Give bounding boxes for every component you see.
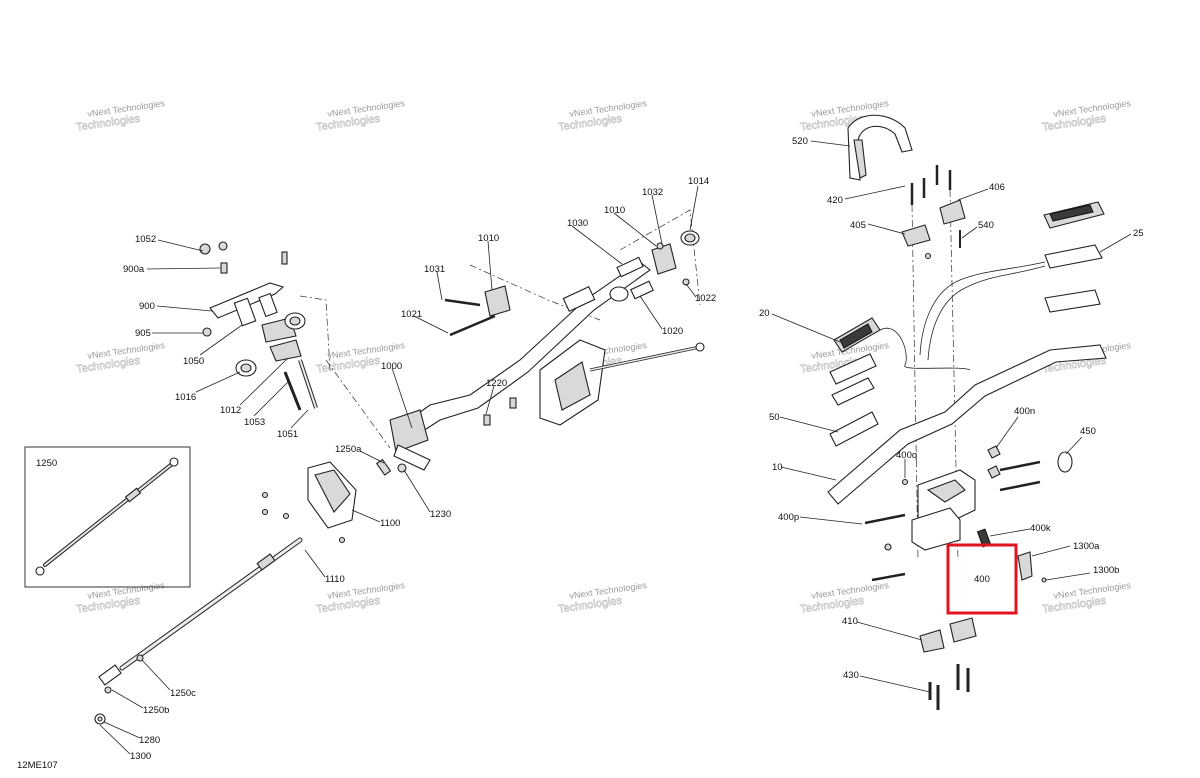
label-1022: 1022 bbox=[695, 293, 716, 304]
bolt-1021 bbox=[449, 314, 496, 337]
handlebar-10 bbox=[827, 344, 1107, 505]
tie-rod-end bbox=[35, 566, 45, 576]
label-405: 405 bbox=[850, 220, 866, 231]
part-labels: 520 420 406 405 540 25 20 50 10 400n 450… bbox=[17, 136, 1144, 771]
bushing-1030 bbox=[616, 256, 644, 278]
label-1300a: 1300a bbox=[1073, 541, 1100, 552]
lever-1300a bbox=[1017, 551, 1033, 581]
inset-tie-rod: 1250 bbox=[24, 446, 191, 588]
hand-guard-520 bbox=[847, 114, 913, 181]
label-1110: 1110 bbox=[325, 574, 345, 585]
leader-lines bbox=[99, 140, 1132, 755]
label-406: 406 bbox=[989, 182, 1005, 193]
label-1230: 1230 bbox=[430, 509, 451, 520]
clamp-406 bbox=[939, 199, 966, 225]
label-1020: 1020 bbox=[662, 326, 683, 337]
grip-wire bbox=[919, 261, 1046, 356]
label-900: 900 bbox=[139, 301, 155, 312]
label-1030: 1030 bbox=[567, 218, 588, 229]
pin-900a bbox=[220, 262, 228, 274]
bolt-1220 bbox=[483, 414, 491, 426]
label-1250b: 1250b bbox=[143, 705, 169, 716]
steering-shaft-1000 bbox=[394, 261, 651, 445]
label-905: 905 bbox=[135, 328, 151, 339]
nut-1250c bbox=[136, 654, 144, 662]
highlight-box-400[interactable] bbox=[946, 543, 1018, 615]
washer-450 bbox=[1057, 451, 1073, 473]
label-540: 540 bbox=[978, 220, 994, 231]
grip-sleeve bbox=[1044, 244, 1103, 269]
bushing-1020 bbox=[630, 280, 654, 300]
nut-1052 bbox=[199, 243, 211, 255]
bolt-400q bbox=[901, 478, 909, 486]
label-1014: 1014 bbox=[688, 176, 709, 187]
bolt-1022 bbox=[682, 278, 690, 286]
label-400n: 400n bbox=[1014, 406, 1035, 417]
label-25: 25 bbox=[1133, 228, 1144, 239]
label-1012: 1012 bbox=[220, 405, 241, 416]
diagram-code: 12ME107 bbox=[17, 760, 58, 771]
label-1300b: 1300b bbox=[1093, 565, 1119, 576]
nut-1032 bbox=[656, 242, 664, 250]
label-430: 430 bbox=[843, 670, 859, 681]
label-900a: 900a bbox=[123, 264, 145, 275]
label-1016: 1016 bbox=[175, 392, 196, 403]
inset-frame bbox=[24, 446, 191, 588]
bolt-1250a bbox=[375, 458, 392, 476]
label-1250: 1250 bbox=[36, 458, 57, 469]
shaft-lever bbox=[389, 409, 429, 453]
bolt-400n bbox=[999, 460, 1041, 472]
label-1220: 1220 bbox=[486, 378, 507, 389]
label-420: 420 bbox=[827, 195, 843, 206]
steering-column-group bbox=[94, 209, 705, 725]
clamp-405 bbox=[901, 224, 931, 247]
label-400p: 400p bbox=[778, 512, 799, 523]
handlebar-group bbox=[827, 114, 1107, 710]
label-1053: 1053 bbox=[244, 417, 265, 428]
label-1010: 1010 bbox=[478, 233, 499, 244]
label-1300: 1300 bbox=[130, 751, 151, 762]
tie-rod-end-1250b bbox=[98, 664, 122, 686]
label-1051: 1051 bbox=[277, 429, 298, 440]
label-50: 50 bbox=[769, 412, 780, 423]
clamp-1010 bbox=[484, 285, 511, 317]
screw-1300b bbox=[1041, 577, 1047, 583]
label-1250c: 1250c bbox=[170, 688, 196, 699]
label-1280: 1280 bbox=[139, 735, 160, 746]
label-1032: 1032 bbox=[642, 187, 663, 198]
label-400[interactable]: 400 bbox=[974, 574, 990, 585]
tie-rod-end bbox=[169, 457, 179, 467]
bushing-1050 bbox=[233, 297, 257, 327]
bolt-1053 bbox=[283, 371, 302, 411]
label-410: 410 bbox=[842, 616, 858, 627]
label-1010-right: 1010 bbox=[604, 205, 625, 216]
nut-1052 bbox=[218, 241, 228, 251]
label-1052: 1052 bbox=[135, 234, 156, 245]
label-400k: 400k bbox=[1030, 523, 1051, 534]
label-1000: 1000 bbox=[381, 361, 402, 372]
clamp-1010 bbox=[651, 243, 677, 275]
label-1050: 1050 bbox=[183, 356, 204, 367]
bolt-1031 bbox=[444, 298, 481, 307]
bolt-400p bbox=[864, 513, 906, 525]
label-1100: 1100 bbox=[380, 518, 400, 529]
washer-905 bbox=[202, 327, 212, 337]
label-520: 520 bbox=[792, 136, 808, 147]
label-1021: 1021 bbox=[401, 309, 422, 320]
label-20: 20 bbox=[759, 308, 770, 319]
sleeve-50 bbox=[829, 411, 879, 447]
label-450: 450 bbox=[1080, 426, 1096, 437]
label-1250a: 1250a bbox=[335, 444, 362, 455]
label-1031: 1031 bbox=[424, 264, 445, 275]
label-10: 10 bbox=[772, 462, 783, 473]
label-400q: 400q bbox=[896, 450, 917, 461]
clamp-410 bbox=[919, 629, 945, 653]
